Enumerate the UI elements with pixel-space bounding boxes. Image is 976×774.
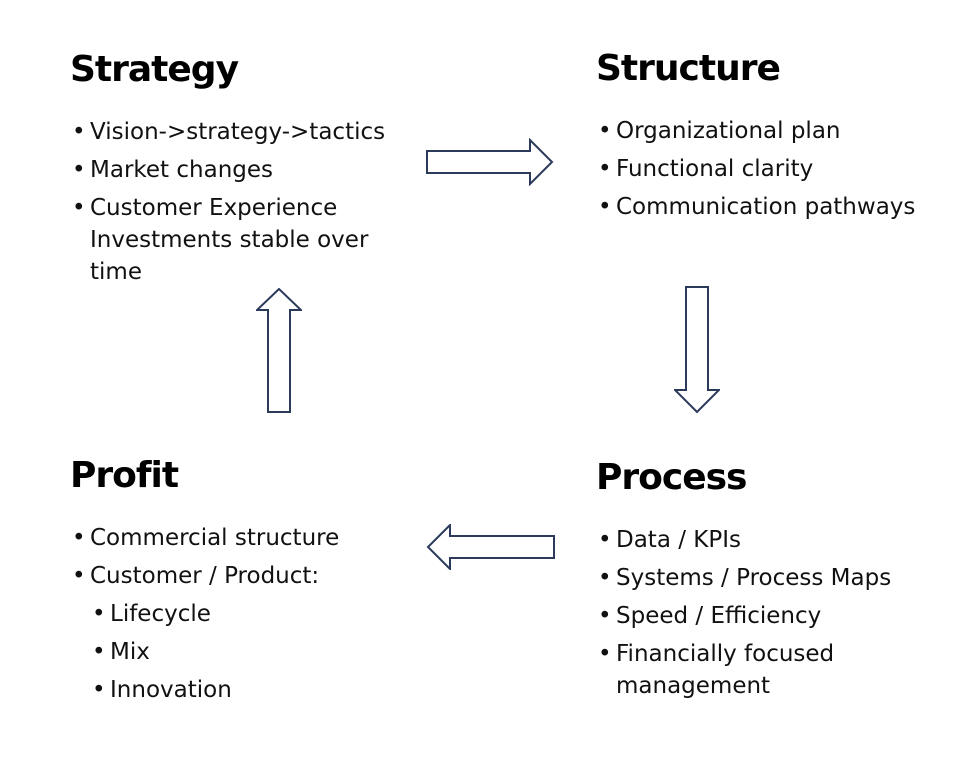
arrow-left-icon [426, 524, 555, 570]
list-item: Data / KPIs [596, 524, 966, 556]
process-list: Data / KPIs Systems / Process Maps Speed… [596, 524, 966, 702]
list-item: Customer Experience Investments stable o… [70, 192, 410, 288]
arrow-right-icon [426, 138, 554, 186]
sub-list-item: Mix [90, 636, 410, 668]
strategy-title: Strategy [70, 49, 239, 90]
process-title: Process [596, 457, 747, 498]
structure-list: Organizational plan Functional clarity C… [596, 115, 926, 223]
arrow-down-icon [674, 286, 720, 414]
list-item: Commercial structure [70, 522, 410, 554]
structure-block: Structure Organizational plan Functional… [596, 47, 926, 229]
list-item: Functional clarity [596, 153, 926, 185]
list-item: Systems / Process Maps [596, 562, 966, 594]
list-item: Organizational plan [596, 115, 926, 147]
list-item: Speed / Efficiency [596, 600, 966, 632]
process-block: Process Data / KPIs Systems / Process Ma… [596, 456, 966, 708]
arrow-up-icon [256, 288, 302, 413]
list-item: Financially focused management [596, 638, 966, 702]
profit-block: Profit Commercial structure Customer / P… [70, 454, 410, 712]
sub-list-item: Innovation [90, 674, 410, 706]
list-item: Customer / Product: [70, 560, 410, 592]
profit-list: Commercial structure Customer / Product:… [70, 522, 410, 706]
list-item: Vision->strategy->tactics [70, 116, 410, 148]
strategy-list: Vision->strategy->tactics Market changes… [70, 116, 410, 288]
profit-title: Profit [70, 455, 179, 496]
sub-list-item: Lifecycle [90, 598, 410, 630]
list-item: Market changes [70, 154, 410, 186]
strategy-block: Strategy Vision->strategy->tactics Marke… [70, 48, 410, 294]
list-item: Communication pathways [596, 191, 926, 223]
structure-title: Structure [596, 48, 781, 89]
